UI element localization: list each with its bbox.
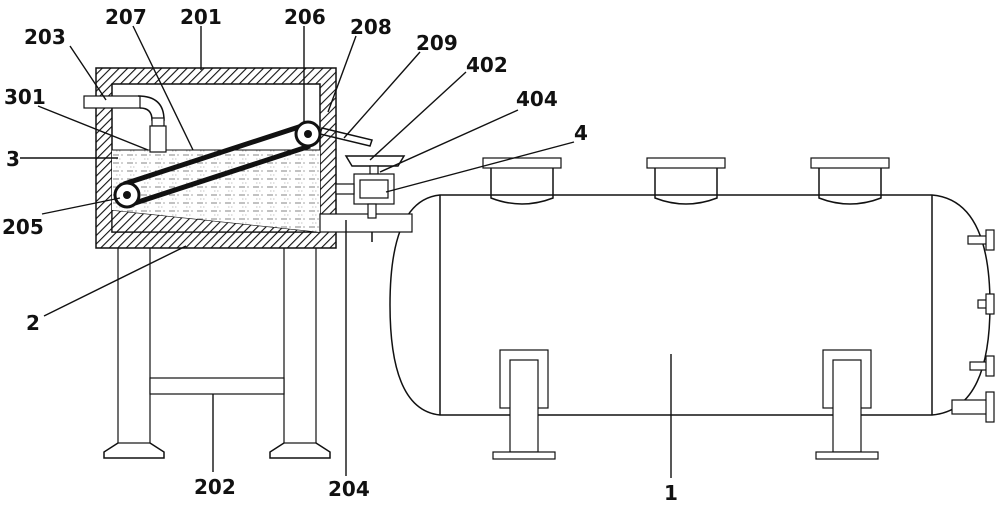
label-4: 4 bbox=[574, 121, 588, 145]
label-202: 202 bbox=[194, 475, 236, 499]
label-204: 204 bbox=[328, 477, 370, 501]
conveyor-belt bbox=[113, 120, 322, 209]
leader-lines bbox=[20, 25, 672, 478]
tank-vessel bbox=[389, 194, 991, 416]
label-1: 1 bbox=[664, 481, 678, 505]
scraper-plate bbox=[319, 127, 373, 147]
label-2: 2 bbox=[26, 311, 40, 335]
tank-top-nozzles bbox=[482, 157, 890, 205]
outlet-pipe bbox=[319, 213, 413, 242]
tank-side-nozzles bbox=[951, 229, 995, 423]
label-203: 203 bbox=[24, 25, 66, 49]
label-207: 207 bbox=[105, 5, 147, 29]
label-208: 208 bbox=[350, 15, 392, 39]
filter-box bbox=[95, 67, 337, 249]
label-301: 301 bbox=[4, 85, 46, 109]
label-404: 404 bbox=[516, 87, 558, 111]
label-3: 3 bbox=[6, 147, 20, 171]
stand-legs bbox=[103, 244, 331, 459]
label-206: 206 bbox=[284, 5, 326, 29]
pump-assembly bbox=[335, 155, 406, 219]
label-205: 205 bbox=[2, 215, 44, 239]
tank-saddles bbox=[492, 349, 879, 460]
label-402: 402 bbox=[466, 53, 508, 77]
inlet-pipe bbox=[83, 95, 167, 153]
label-209: 209 bbox=[416, 31, 458, 55]
label-201: 201 bbox=[180, 5, 222, 29]
reference-labels: 203 207 201 206 208 209 402 404 301 3 4 … bbox=[2, 5, 678, 505]
